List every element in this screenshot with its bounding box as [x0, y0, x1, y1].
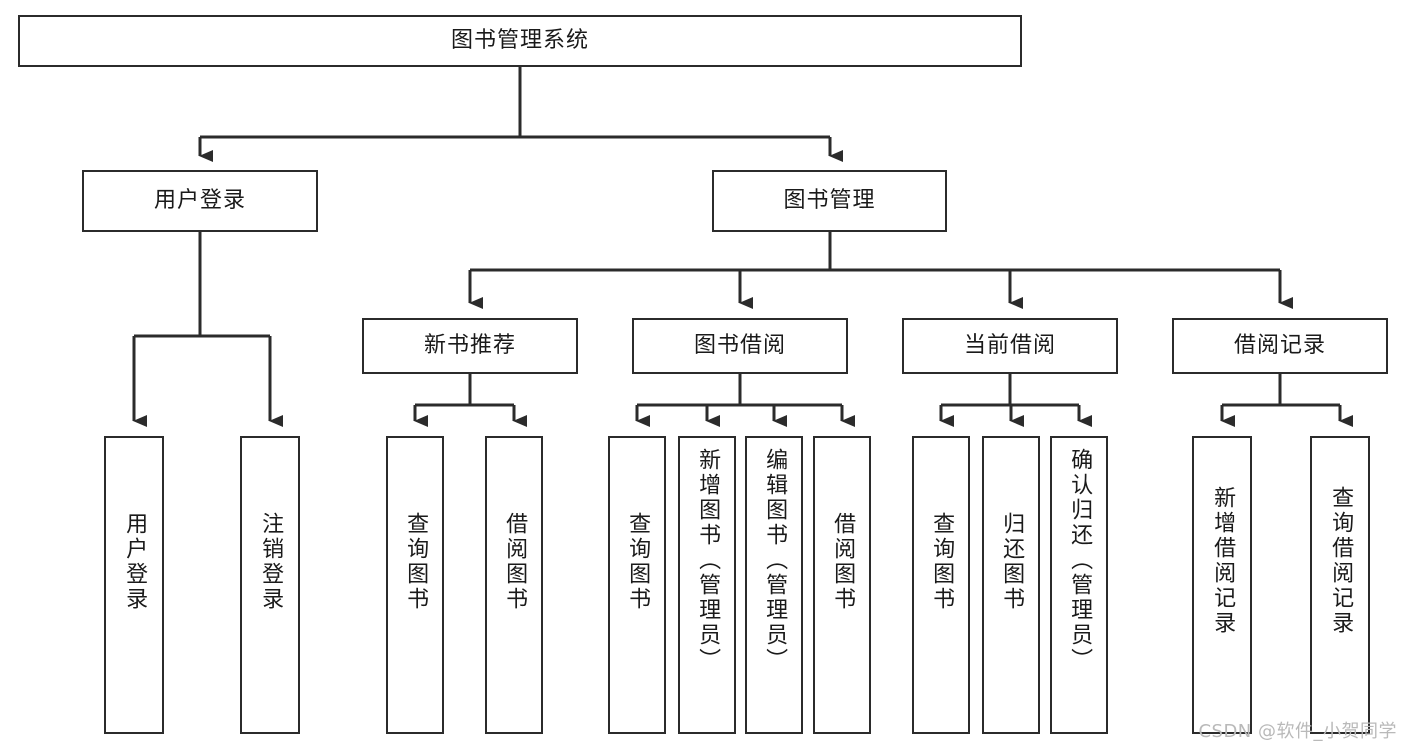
node-label: 图书管理: [783, 188, 876, 213]
leaf-query-book-borrow[interactable]: 查询图书: [608, 436, 666, 734]
leaf-query-book-current[interactable]: 查询图书: [912, 436, 970, 734]
leaf-confirm-return-admin[interactable]: 确认归还（管理员）: [1050, 436, 1108, 734]
leaf-add-borrow-record[interactable]: 新增借阅记录: [1192, 436, 1252, 734]
node-book-borrow[interactable]: 图书借阅: [632, 318, 848, 374]
node-borrow-record[interactable]: 借阅记录: [1172, 318, 1388, 374]
node-label: 借阅记录: [1233, 333, 1326, 358]
leaf-label: 借阅图书: [502, 512, 528, 612]
leaf-label: 借阅图书: [830, 512, 856, 612]
leaf-label: 用户登录: [122, 512, 148, 612]
leaf-label: 注销登录: [258, 512, 284, 612]
leaf-borrow-book-recommend[interactable]: 借阅图书: [485, 436, 543, 734]
node-label: 新书推荐: [423, 333, 516, 358]
leaf-label: 新增图书（管理员）: [695, 448, 721, 673]
leaf-logout[interactable]: 注销登录: [240, 436, 300, 734]
node-root-label: 图书管理系统: [450, 28, 589, 53]
leaf-label: 新增借阅记录: [1210, 486, 1236, 636]
node-book-management[interactable]: 图书管理: [712, 170, 947, 232]
node-current-borrow[interactable]: 当前借阅: [902, 318, 1118, 374]
leaf-label: 查询图书: [625, 512, 651, 612]
node-user-login[interactable]: 用户登录: [82, 170, 318, 232]
leaf-label: 查询图书: [929, 512, 955, 612]
node-root-system[interactable]: 图书管理系统: [18, 15, 1022, 67]
leaf-query-borrow-record[interactable]: 查询借阅记录: [1310, 436, 1370, 734]
node-label: 当前借阅: [963, 333, 1056, 358]
leaf-label: 确认归还（管理员）: [1067, 448, 1093, 673]
leaf-return-book[interactable]: 归还图书: [982, 436, 1040, 734]
node-new-book-recommend[interactable]: 新书推荐: [362, 318, 578, 374]
leaf-user-login[interactable]: 用户登录: [104, 436, 164, 734]
leaf-label: 编辑图书（管理员）: [762, 448, 788, 673]
node-label: 用户登录: [153, 188, 246, 213]
node-label: 图书借阅: [693, 333, 786, 358]
leaf-label: 查询图书: [403, 512, 429, 612]
leaf-edit-book-admin[interactable]: 编辑图书（管理员）: [745, 436, 803, 734]
leaf-add-book-admin[interactable]: 新增图书（管理员）: [678, 436, 736, 734]
leaf-borrow-book[interactable]: 借阅图书: [813, 436, 871, 734]
leaf-query-book-recommend[interactable]: 查询图书: [386, 436, 444, 734]
leaf-label: 归还图书: [999, 512, 1025, 612]
leaf-label: 查询借阅记录: [1328, 486, 1354, 636]
